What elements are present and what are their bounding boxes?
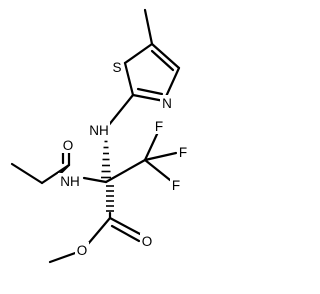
bond-c-f2 (143, 151, 178, 162)
bond-c-f3 (143, 158, 172, 182)
atom-ester-o-carbonyl: O (140, 233, 154, 250)
atom-nh: NH (88, 122, 110, 139)
bond-c4-c5-inner (150, 49, 175, 72)
bond-ch2-ch3 (10, 162, 44, 185)
ester-carbonyl-oxygen-label: O (142, 234, 153, 249)
bond-s1-c2 (123, 61, 135, 97)
atom-amide-nh: NH (58, 173, 82, 190)
bond-c-f1 (143, 130, 160, 162)
sulfur-label: S (112, 60, 121, 75)
chemical-structure-diagram: S N NH O NH F F F O O (10, 8, 189, 264)
bond-ester-c-o (108, 216, 142, 236)
bond-cq-amide-nh (82, 176, 108, 184)
bond-c2-nh (106, 93, 135, 128)
fluorine-3-label: F (172, 178, 180, 193)
atom-amide-o: O (61, 136, 75, 153)
atom-ester-o-ether: O (75, 242, 89, 259)
bond-c4-c5 (150, 42, 181, 70)
bond-ester-c-o-inner (110, 224, 141, 243)
hashed-wedge-bond (101, 140, 111, 179)
bond-c2-n3 (131, 93, 166, 103)
amine-nh-label: NH (89, 123, 109, 138)
bond-ester-c-oether (86, 216, 112, 246)
atom-n3: N (160, 95, 174, 111)
amide-oxygen-label: O (63, 138, 74, 153)
thiazole-nitrogen-label: N (162, 96, 172, 111)
ester-ether-oxygen-label: O (77, 243, 88, 258)
amide-nh-label: NH (60, 174, 80, 189)
bond-c5-s1 (123, 42, 154, 65)
atom-f3: F (170, 177, 182, 193)
bond-co-ch2 (40, 163, 71, 185)
structure-svg: S N NH O NH F F F O O (10, 8, 189, 264)
bond-methyl-c5 (143, 8, 154, 46)
fluorine-1-label: F (155, 119, 163, 134)
atom-f1: F (153, 118, 165, 134)
fluorine-2-label: F (179, 145, 187, 160)
bond-cq-cf3 (104, 158, 147, 184)
atom-s1: S (111, 59, 123, 75)
hashed-bond-ester (106, 185, 114, 212)
bond-c2-n3-inner (136, 87, 164, 96)
bond-o-ch3 (48, 250, 80, 264)
atom-f2: F (177, 144, 189, 160)
